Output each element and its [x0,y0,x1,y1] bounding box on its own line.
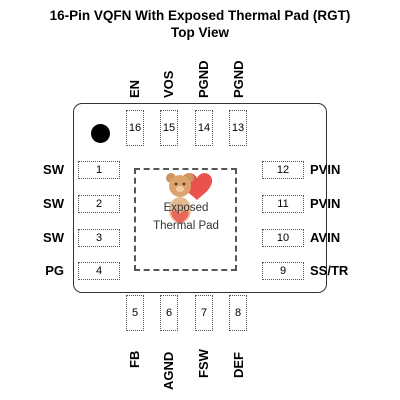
pin-pad-14: 14 [195,110,213,146]
pin-label-6: AGND [161,351,176,390]
pin-pad-13: 13 [229,110,247,146]
pin-label-13: PGND [231,60,246,98]
pin-pad-2: 2 [78,195,120,213]
pin-label-1: SW [43,162,64,177]
pin-pad-11: 11 [262,195,304,213]
pin-pad-16: 16 [126,110,144,146]
pin-pad-12: 12 [262,161,304,179]
pin-pad-6: 6 [160,295,178,331]
pin-label-7: FSW [196,349,211,378]
pin-label-8: DEF [231,352,246,378]
package-outline [73,103,327,293]
pin-pad-8: 8 [229,295,247,331]
pin-label-11: PVIN [310,196,341,211]
pin-pad-9: 9 [262,262,304,280]
pin-pad-7: 7 [195,295,213,331]
pin-label-12: PVIN [310,162,341,177]
pin-label-16: EN [127,79,142,98]
exposed-thermal-pad [134,168,237,271]
pin-pad-10: 10 [262,229,304,247]
pin-label-15: VOS [161,70,176,98]
pin-label-3: SW [43,230,64,245]
pin1-indicator-dot [91,124,110,143]
pin-pad-1: 1 [78,161,120,179]
bear-heart-watermark-icon [166,173,213,224]
pin-label-5: FB [127,350,142,368]
exposed-pad-label-line2: Thermal Pad [153,220,219,232]
pin-label-2: SW [43,196,64,211]
diagram-subtitle: Top View [170,25,229,40]
pin-label-14: PGND [196,60,211,98]
pin-pad-15: 15 [160,110,178,146]
pin-pad-3: 3 [78,229,120,247]
pin-label-9: SS/TR [310,263,349,278]
pin-label-4: PG [45,263,64,278]
exposed-pad-label-line1: Exposed [163,202,209,214]
pin-label-10: AVIN [310,230,341,245]
pin-pad-5: 5 [126,295,144,331]
diagram-title: 16-Pin VQFN With Exposed Thermal Pad (RG… [49,8,351,23]
pin-pad-4: 4 [78,262,120,280]
